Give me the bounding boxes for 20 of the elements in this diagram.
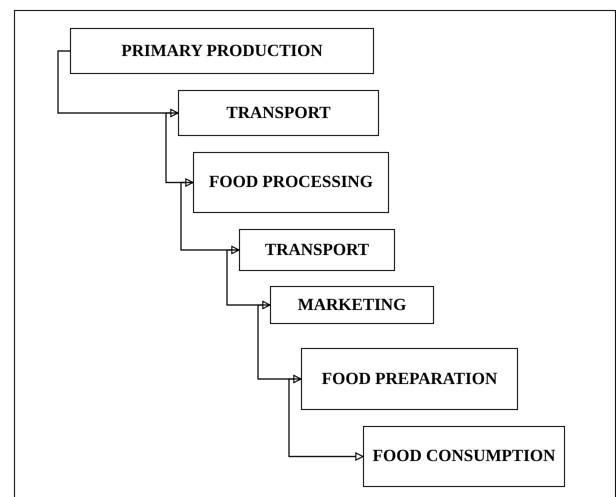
process-box	[178, 90, 379, 136]
arrow	[288, 378, 364, 461]
box-label: MARKETING	[298, 294, 406, 316]
process-box	[363, 426, 565, 487]
arrow	[257, 304, 302, 384]
box-label: TRANSPORT	[264, 238, 370, 261]
process-box	[193, 152, 389, 213]
box-label: TRANSPORT	[226, 102, 331, 124]
arrow	[57, 50, 179, 118]
box-label: PRIMARY PRODUCTION	[121, 40, 323, 62]
process-box	[270, 286, 434, 324]
arrow	[180, 182, 240, 254]
box-label: FOOD CONSUMPTION	[372, 445, 556, 468]
box-label: FOOD PROCESSING	[209, 171, 373, 194]
box-label: FOOD PREPARATION	[322, 368, 498, 390]
arrow	[226, 249, 271, 310]
arrow	[165, 112, 194, 187]
process-box	[239, 229, 395, 271]
process-box	[70, 28, 374, 74]
process-box	[301, 348, 518, 410]
